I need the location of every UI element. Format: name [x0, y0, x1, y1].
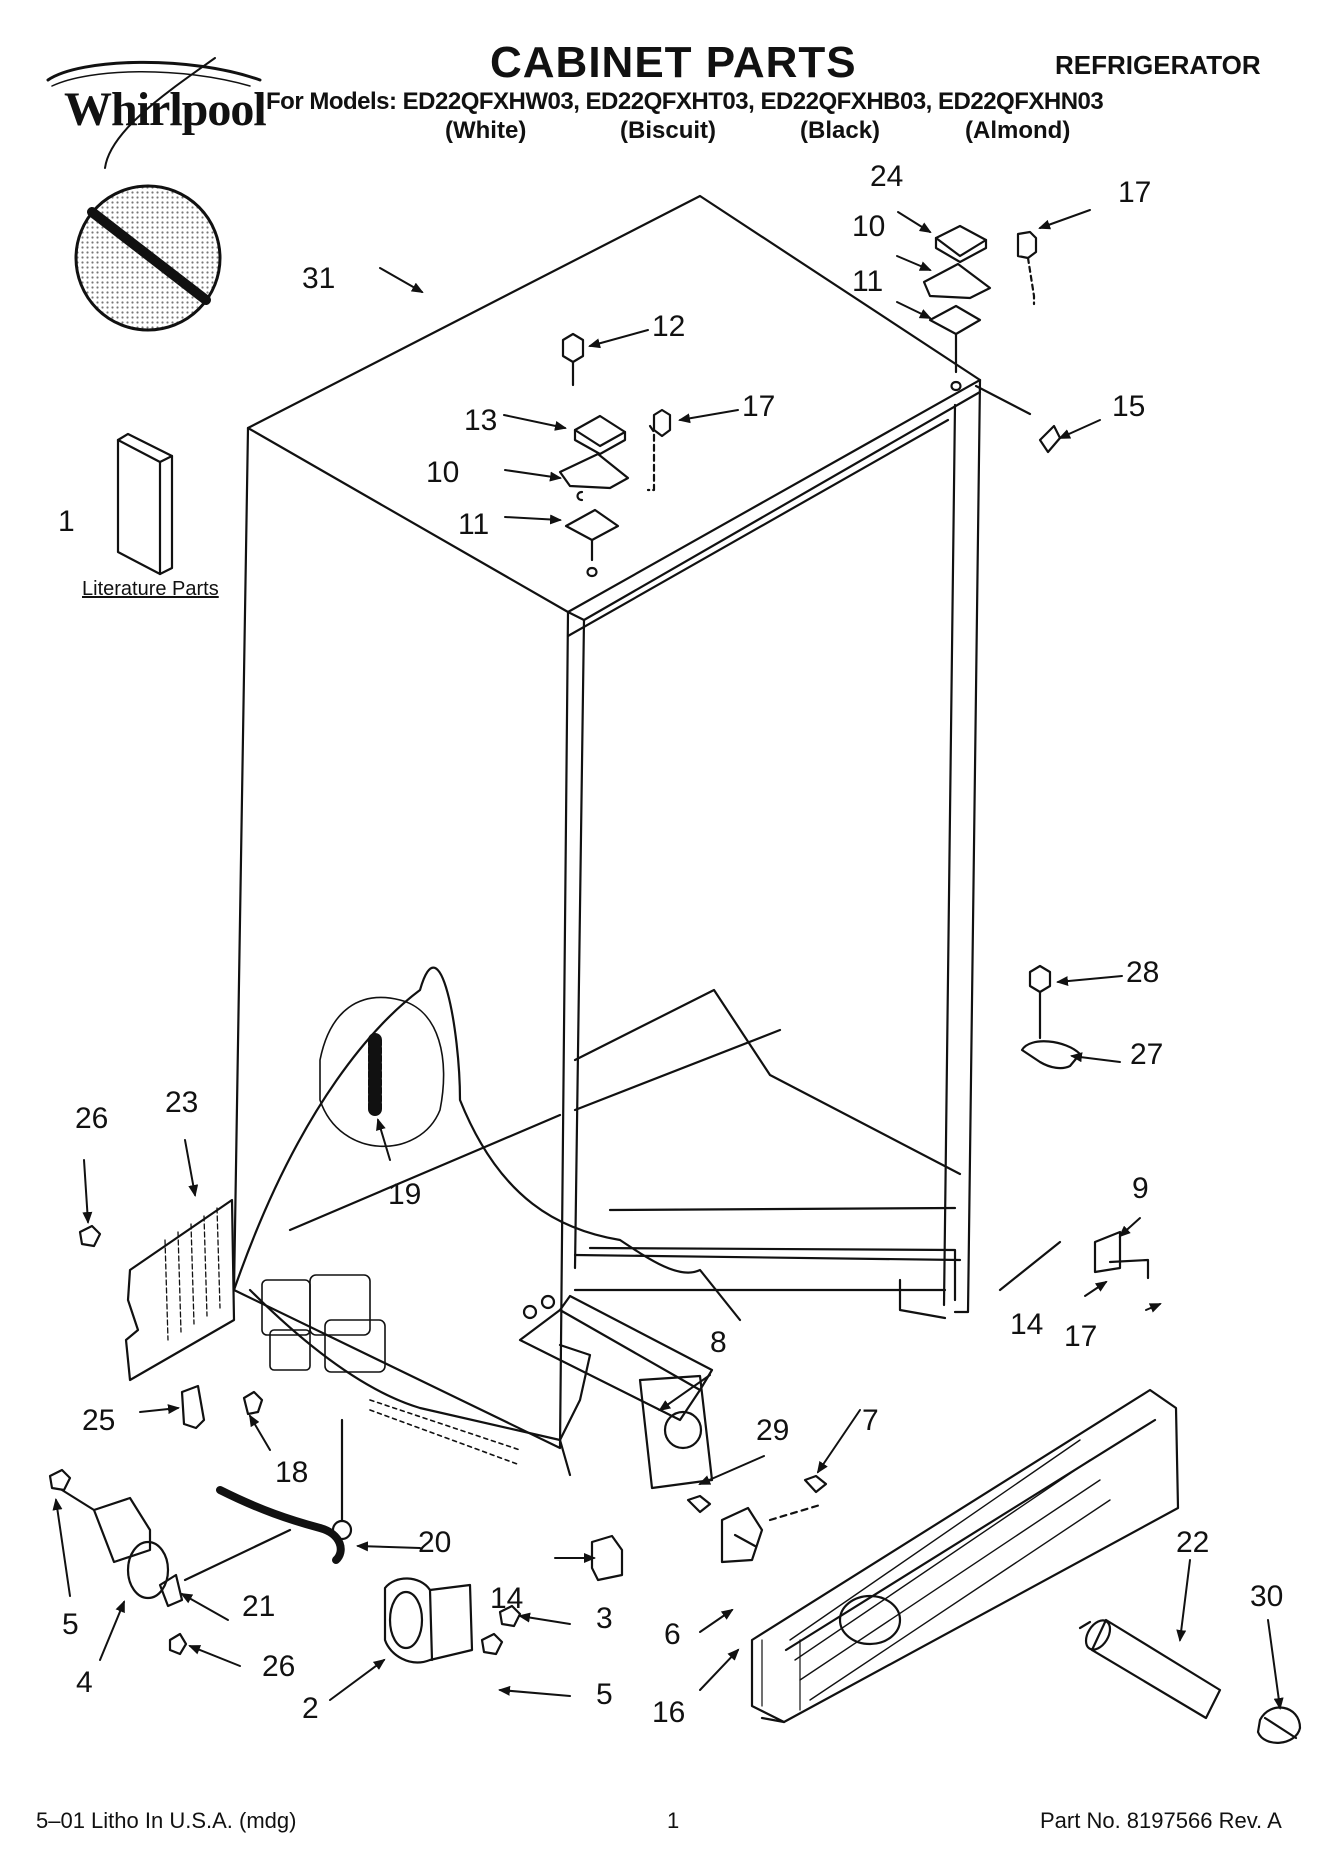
callout-20: 20: [418, 1526, 452, 1559]
callout-21: 21: [242, 1590, 276, 1623]
callout-28: 28: [1126, 956, 1160, 989]
callout-1: 1: [58, 505, 75, 538]
control-relays-icon: [261, 1274, 521, 1466]
callout-16: 16: [652, 1696, 686, 1729]
callout-9: 9: [1132, 1172, 1149, 1205]
callout-26: 26: [262, 1650, 296, 1683]
page-title: CABINET PARTS: [490, 38, 857, 87]
callout-29: 29: [756, 1414, 790, 1447]
callout-30: 30: [1250, 1580, 1284, 1613]
callout-22: 22: [1176, 1526, 1210, 1559]
mounting-bracket-icon: [686, 1474, 828, 1564]
callout-10: 10: [426, 456, 460, 489]
appliance-category: REFRIGERATOR: [1055, 50, 1261, 80]
callout-23: 23: [165, 1086, 199, 1119]
callout-10: 10: [852, 210, 886, 243]
roller-assembly-icon: [48, 1468, 170, 1600]
callout-24: 24: [870, 160, 904, 193]
callout-3: 3: [596, 1602, 613, 1635]
no-r12-badge-icon: [74, 184, 222, 332]
grille-bracket-icon: [998, 1230, 1150, 1292]
callout-8: 8: [710, 1326, 727, 1359]
toe-bracket-icon: [590, 1534, 624, 1582]
footer-page-number: 1: [667, 1808, 680, 1833]
variant-black: (Black): [800, 117, 881, 144]
callout-31: 31: [302, 262, 336, 295]
callout-27: 27: [1130, 1038, 1164, 1071]
callout-11: 11: [852, 265, 884, 298]
callout-12: 12: [652, 310, 686, 343]
variant-white: (White): [445, 117, 527, 144]
callout-26: 26: [75, 1102, 109, 1135]
callout-14: 14: [1010, 1308, 1044, 1341]
top-hinge-set-right-icon: [922, 224, 1062, 454]
literature-booklet-icon: [116, 432, 174, 576]
callout-17: 17: [1118, 176, 1152, 209]
callout-14: 14: [490, 1582, 524, 1615]
callout-17: 17: [1064, 1320, 1098, 1353]
drain-hose-icon: [158, 1418, 353, 1608]
toe-grille-icon: [750, 1388, 1180, 1724]
leveler-bracket-icon: [78, 1224, 264, 1656]
callout-2: 2: [302, 1692, 319, 1725]
callout-13: 13: [464, 404, 498, 437]
footer-print-info: 5–01 Litho In U.S.A. (mdg): [36, 1808, 297, 1833]
relay-cover-icon: [124, 1198, 236, 1382]
water-filter-icon: [1078, 1618, 1302, 1744]
literature-parts-label: Literature Parts: [82, 578, 219, 600]
callout-25: 25: [82, 1404, 116, 1437]
models-line: For Models: ED22QFXHW03, ED22QFXHT03, ED…: [266, 88, 1104, 115]
variant-almond: (Almond): [965, 117, 1071, 144]
callout-17: 17: [742, 390, 776, 423]
callout-19: 19: [388, 1178, 422, 1211]
evaporator-tube-icon: [518, 1294, 714, 1490]
refrigerator-cabinet-icon: [232, 194, 982, 1477]
callout-18: 18: [275, 1456, 309, 1489]
rear-leveler-icon: [383, 1577, 522, 1664]
callout-5: 5: [596, 1678, 613, 1711]
callout-4: 4: [76, 1666, 93, 1699]
callout-15: 15: [1112, 390, 1146, 423]
top-hinge-set-center-icon: [558, 332, 672, 578]
callout-arrows: [52, 209, 1284, 1710]
callout-6: 6: [664, 1618, 681, 1651]
brand-logo: Whirlpool: [64, 83, 267, 136]
variant-biscuit: (Biscuit): [620, 117, 716, 144]
drain-pocket-icon: [319, 996, 445, 1148]
callout-5: 5: [62, 1608, 79, 1641]
callout-7: 7: [862, 1404, 879, 1437]
footer-part-number: Part No. 8197566 Rev. A: [1040, 1808, 1282, 1833]
whirlpool-swoosh-icon: [46, 57, 262, 169]
callout-11: 11: [458, 508, 490, 541]
